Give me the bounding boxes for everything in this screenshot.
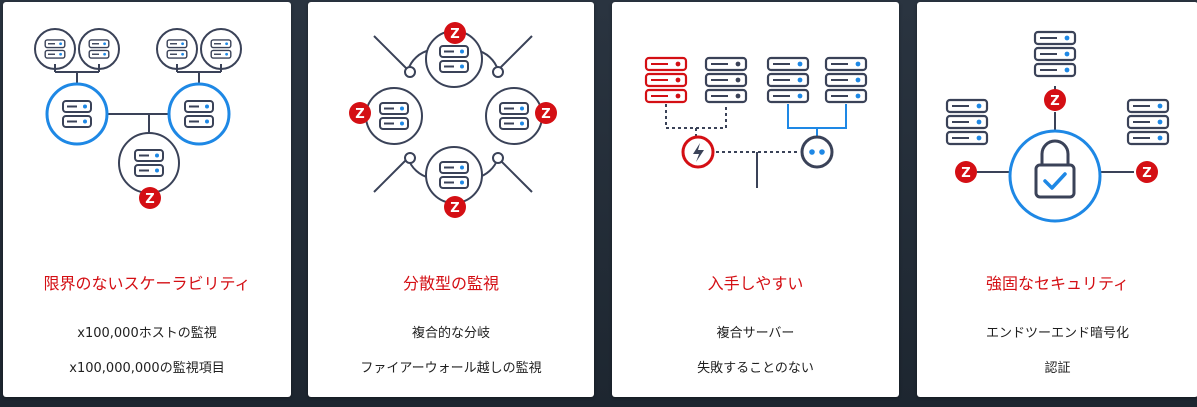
lock-security-icon: Z Z Z (945, 30, 1170, 223)
feature-line-1: 複合サーバー (716, 326, 795, 341)
svg-text:Z: Z (1050, 94, 1059, 109)
feature-title: 限界のないスケーラビリティ (43, 274, 251, 293)
feature-title: 強固なセキュリティ (985, 274, 1130, 293)
feature-line-1: 複合的な分岐 (411, 326, 490, 341)
svg-text:Z: Z (1142, 166, 1151, 181)
feature-line-1: エンドツーエンド暗号化 (985, 326, 1129, 341)
distributed-ring-icon: Z Z Z Z (349, 22, 557, 218)
feature-card-distributed: Z Z Z Z 分散型の監視 複合的な分岐 ファイアーウォール越しの監視 (308, 2, 594, 397)
feature-line-2: x100,000,000の監視項目 (69, 361, 225, 376)
server-connection-icon (644, 56, 868, 188)
svg-text:Z: Z (961, 166, 970, 181)
feature-line-2: ファイアーウォール越しの監視 (360, 361, 542, 376)
feature-line-2: 認証 (1044, 361, 1071, 376)
feature-card-security: Z Z Z 強固なセキュリティ エンドツーエンド暗号化 認証 (917, 2, 1197, 397)
feature-title: 分散型の監視 (402, 274, 499, 293)
feature-title: 入手しやすい (707, 274, 804, 293)
feature-card-availability: 入手しやすい 複合サーバー 失敗することのない (612, 2, 899, 397)
svg-text:Z: Z (355, 107, 364, 122)
svg-text:Z: Z (450, 201, 459, 216)
server-cluster-icon: Z (34, 28, 242, 209)
feature-card-scalability: Z 限界のないスケーラビリティ x100,000ホストの監視 x100,000,… (3, 2, 291, 397)
feature-line-1: x100,000ホストの監視 (77, 326, 217, 341)
svg-text:Z: Z (145, 192, 154, 207)
svg-text:Z: Z (450, 27, 459, 42)
svg-text:Z: Z (541, 107, 550, 122)
feature-line-2: 失敗することのない (697, 361, 814, 376)
